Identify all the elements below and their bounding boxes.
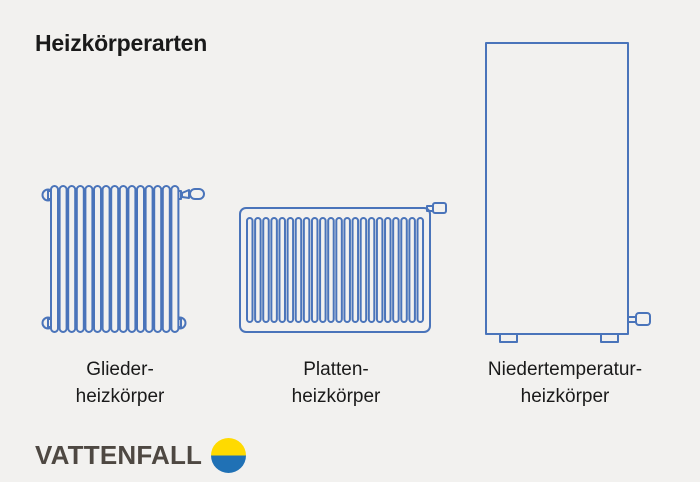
- vattenfall-circle-icon: [211, 438, 247, 473]
- valve-knob: [635, 312, 651, 326]
- sectional-radiator-icon: [41, 185, 205, 333]
- sectional-tubes: [50, 185, 180, 333]
- brand-wordmark: VATTENFALL: [35, 440, 203, 470]
- label-niedertemperaturheizkoerper: Niedertemperatur- heizkörper: [433, 356, 697, 410]
- valve-knob: [189, 188, 205, 200]
- panel-slots: [246, 217, 425, 323]
- radiator-body: [485, 42, 629, 335]
- valve-knob: [432, 202, 447, 214]
- label-gliederheizkoerper: Glieder- heizkörper: [10, 356, 230, 410]
- label-plattenheizkoerper: Platten- heizkörper: [226, 356, 446, 410]
- panel-radiator-icon: [239, 202, 447, 333]
- label-line: Niedertemperatur-: [487, 359, 643, 380]
- panel-body: [239, 207, 431, 333]
- label-line: heizkörper: [520, 386, 610, 407]
- label-line: heizkörper: [291, 386, 381, 407]
- label-line: heizkörper: [75, 386, 165, 407]
- valve-stem: [627, 316, 637, 323]
- label-line: Glieder-: [86, 359, 154, 380]
- valve-stem: [181, 189, 190, 199]
- low-temperature-radiator-icon: [485, 42, 651, 343]
- vattenfall-logo: VATTENFALL: [35, 437, 247, 474]
- page-title: Heizkörperarten: [35, 30, 208, 56]
- label-line: Platten-: [303, 359, 369, 380]
